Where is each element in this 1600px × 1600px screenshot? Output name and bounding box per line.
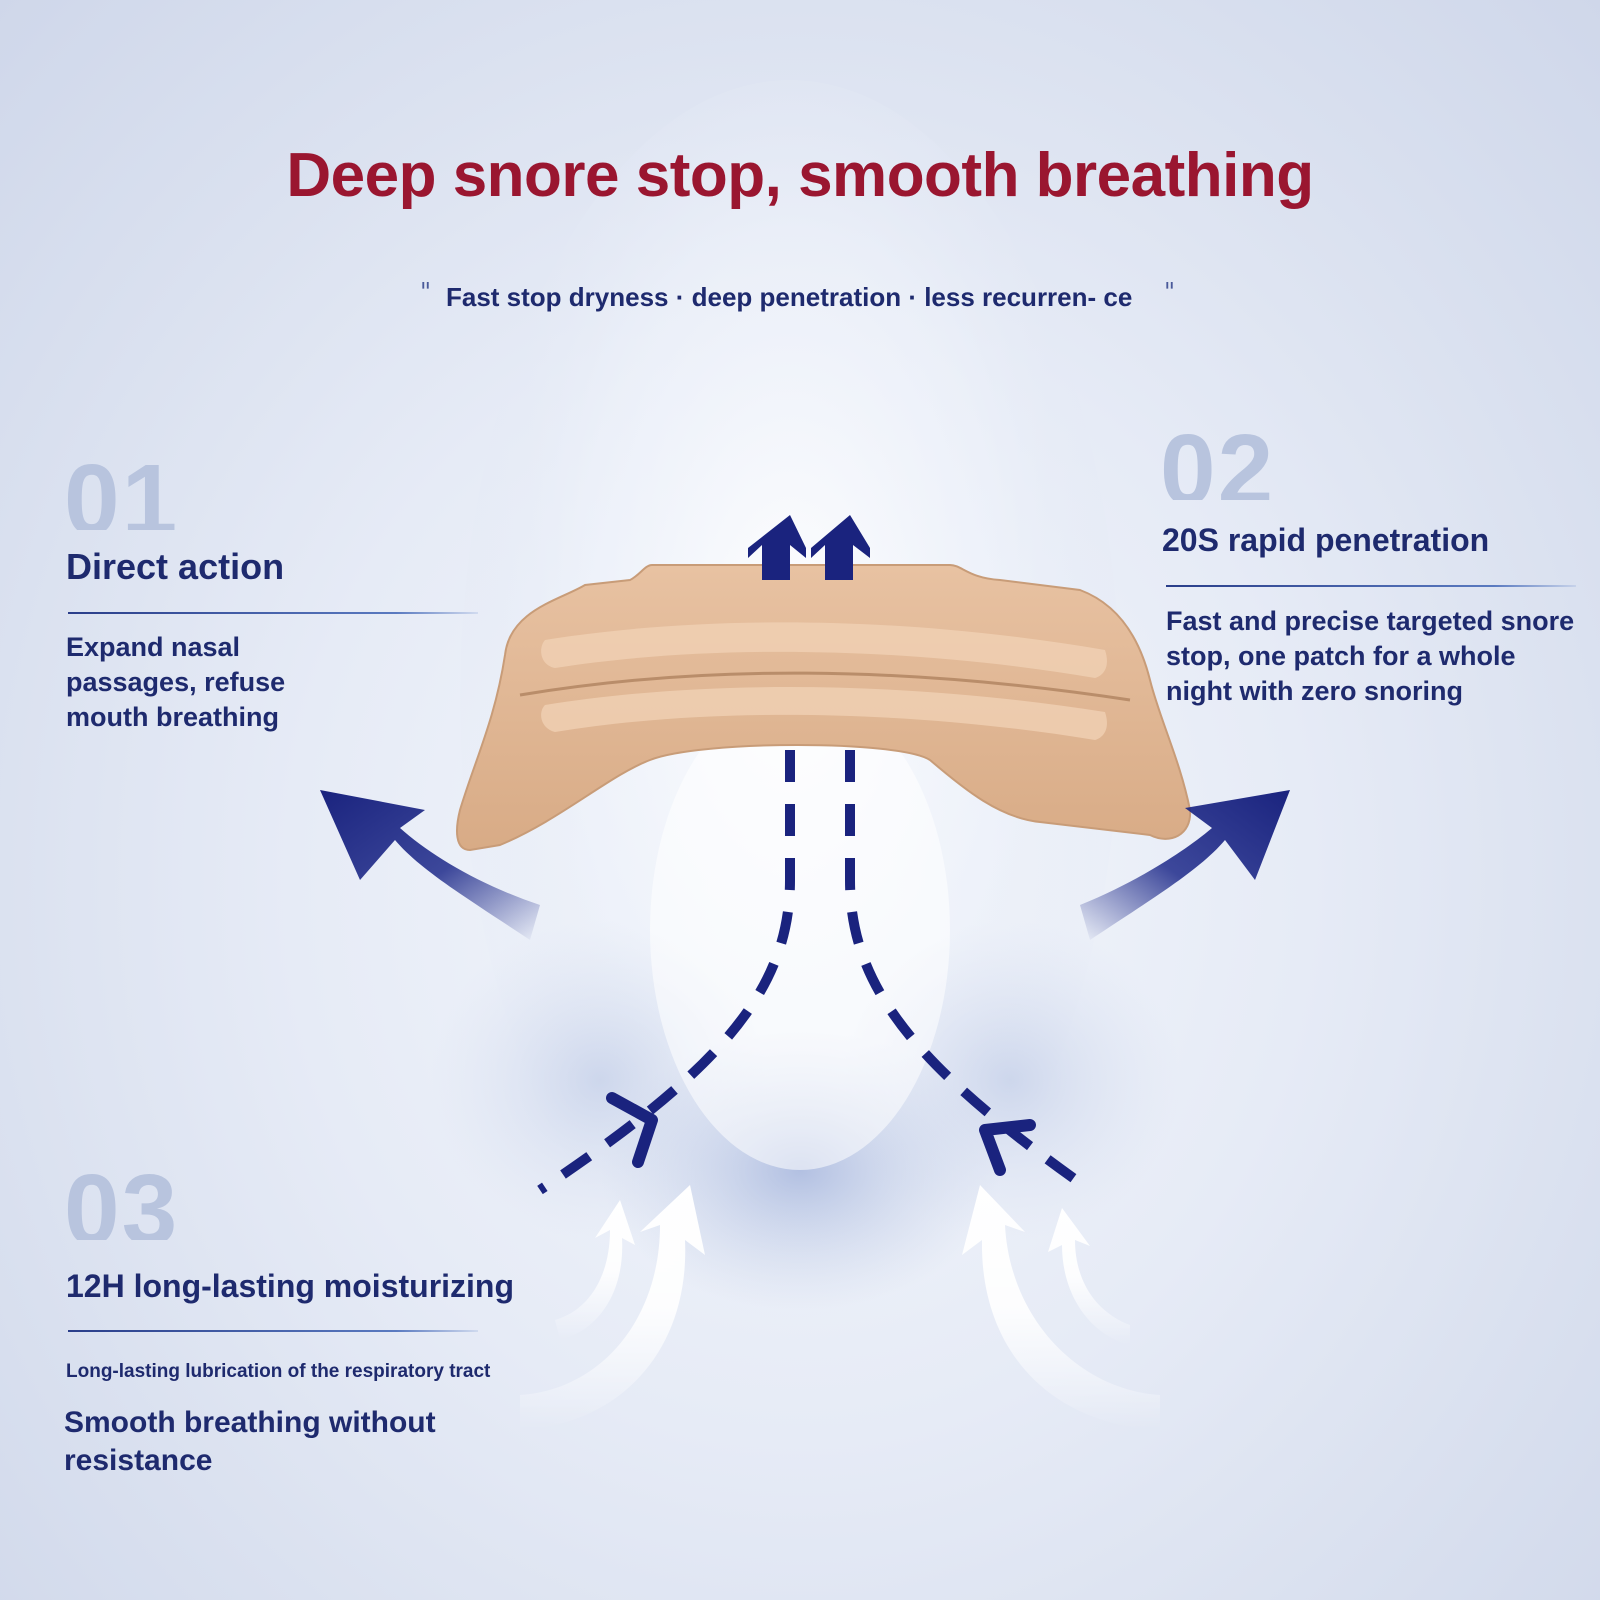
dashed-airflow-icon [537,750,1093,1195]
feature-title-direct-action: Direct action [66,546,285,587]
feature-title-rapid-penetration: 20S rapid penetration [1162,522,1490,558]
nasal-strip-icon [456,564,1192,852]
feature-number-03: 03 [64,1160,180,1240]
up-arrow-icon [748,515,870,580]
quote-open: " [420,278,432,306]
feature-number-02: 02 [1160,420,1276,500]
feature-divider-01 [68,612,478,614]
feature-divider-02 [1166,585,1576,587]
feature-note-03: Long-lasting lubrication of the respirat… [66,1361,491,1382]
feature-divider-03 [68,1330,478,1332]
page-subtitle: Fast stop dryness · deep penetration · l… [446,282,1133,312]
page-title: Deep snore stop, smooth breathing [286,141,1314,210]
inflow-arrow-icon [520,1185,1160,1430]
feature-description-02: Fast and precise targeted snore stop, on… [1166,606,1575,706]
feature-number-01: 01 [64,450,180,530]
feature-title-moisturizing: 12H long-lasting moisturizing [66,1268,515,1304]
small-arrow-icon [606,1092,1036,1176]
quote-close: " [1164,278,1176,306]
feature-description-01: Expand nasal passages, refuse mouth brea… [66,632,286,732]
feature-description-03: Smooth breathing without resistance [64,1406,436,1477]
airflow-arrow-icon [320,790,1290,940]
